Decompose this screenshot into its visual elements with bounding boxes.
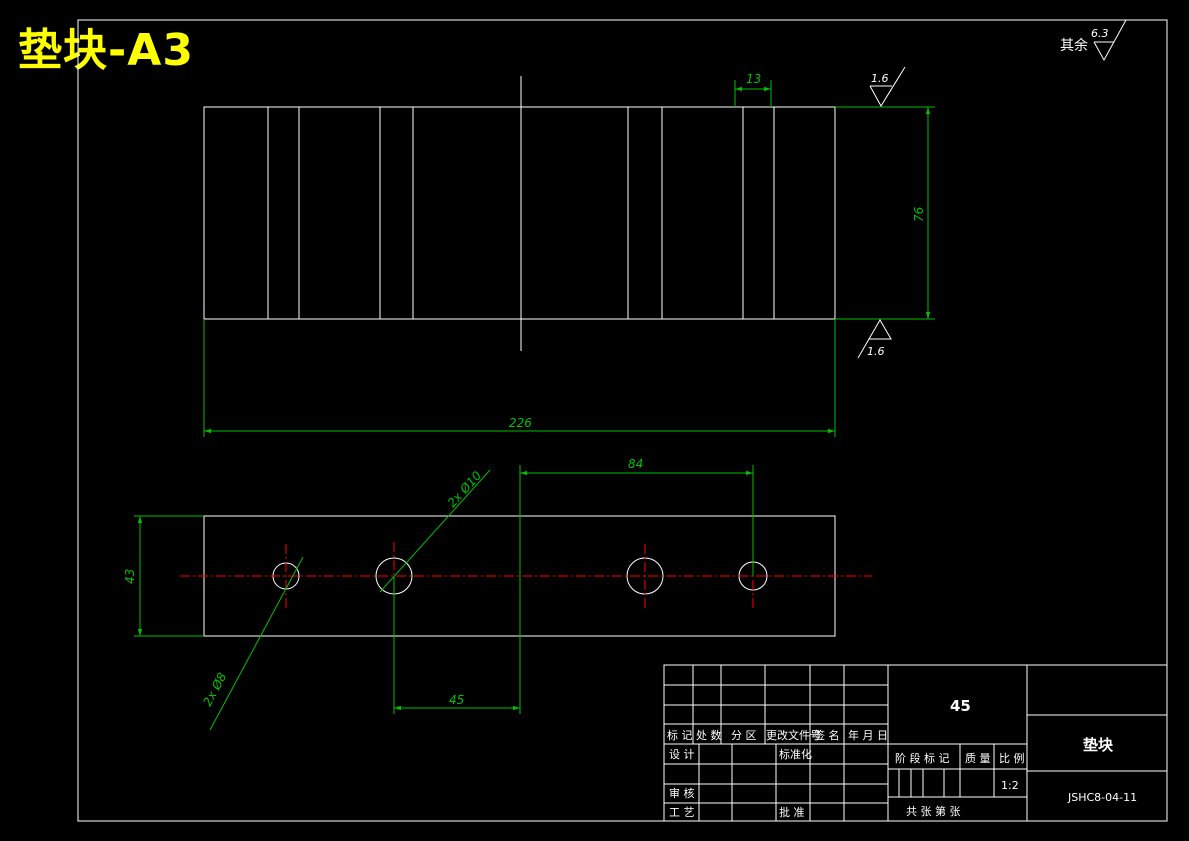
header-change-doc: 更改文件号 [766,728,821,742]
roughness-remaining-label: 其余 [1060,37,1088,54]
header-signature: 签 名 [814,728,840,742]
roughness-remaining-value: 6.3 [1091,27,1109,40]
label-standardize: 标准化 [779,747,812,761]
dim-spacing-right: 84 [628,457,643,471]
drawing-number: JSHC8-04-11 [1067,791,1137,804]
roughness-bottom-value: 1.6 [867,345,885,358]
dim-spacing-left: 45 [449,693,464,707]
hole-large-callout: 2x Ø10 [445,468,485,510]
front-view [203,76,836,351]
roughness-symbol-remaining [1093,19,1127,62]
header-date: 年 月 日 [848,728,888,742]
header-zone: 分 区 [731,729,757,742]
centerlines [180,542,872,608]
dim-length: 226 [509,416,532,430]
roughness-symbol-top [869,66,906,107]
header-count: 处 数 [696,729,722,742]
drawing-border [77,19,1168,822]
label-review: 审 核 [669,786,695,800]
dim-height: 76 [912,206,926,222]
front-view-dimensions [203,80,935,437]
part-name: 垫块 [1083,736,1114,754]
drawing-title: 垫块-A3 [18,25,194,76]
roughness-symbol-bottom [857,319,892,359]
dim-slot-width: 13 [746,72,761,86]
title-block [663,664,1168,822]
title-block-header-labels: 标 记 处 数 分 区 更改文件号 签 名 年 月 日 [667,728,888,742]
dim-width: 43 [123,569,137,584]
top-view-dimensions [134,465,754,731]
label-design: 设 计 [669,748,695,761]
material: 45 [950,697,971,715]
scale-value: 1:2 [1001,779,1019,792]
label-scale: 比 例 [999,751,1025,765]
label-sheets: 共 张 第 张 [906,804,961,818]
label-approve: 批 准 [779,805,805,819]
label-stage-mark: 阶 段 标 记 [895,751,950,765]
label-process: 工 艺 [669,806,695,819]
roughness-top-value: 1.6 [871,72,889,85]
label-weight: 质 量 [965,752,991,765]
header-mark: 标 记 [667,728,693,742]
